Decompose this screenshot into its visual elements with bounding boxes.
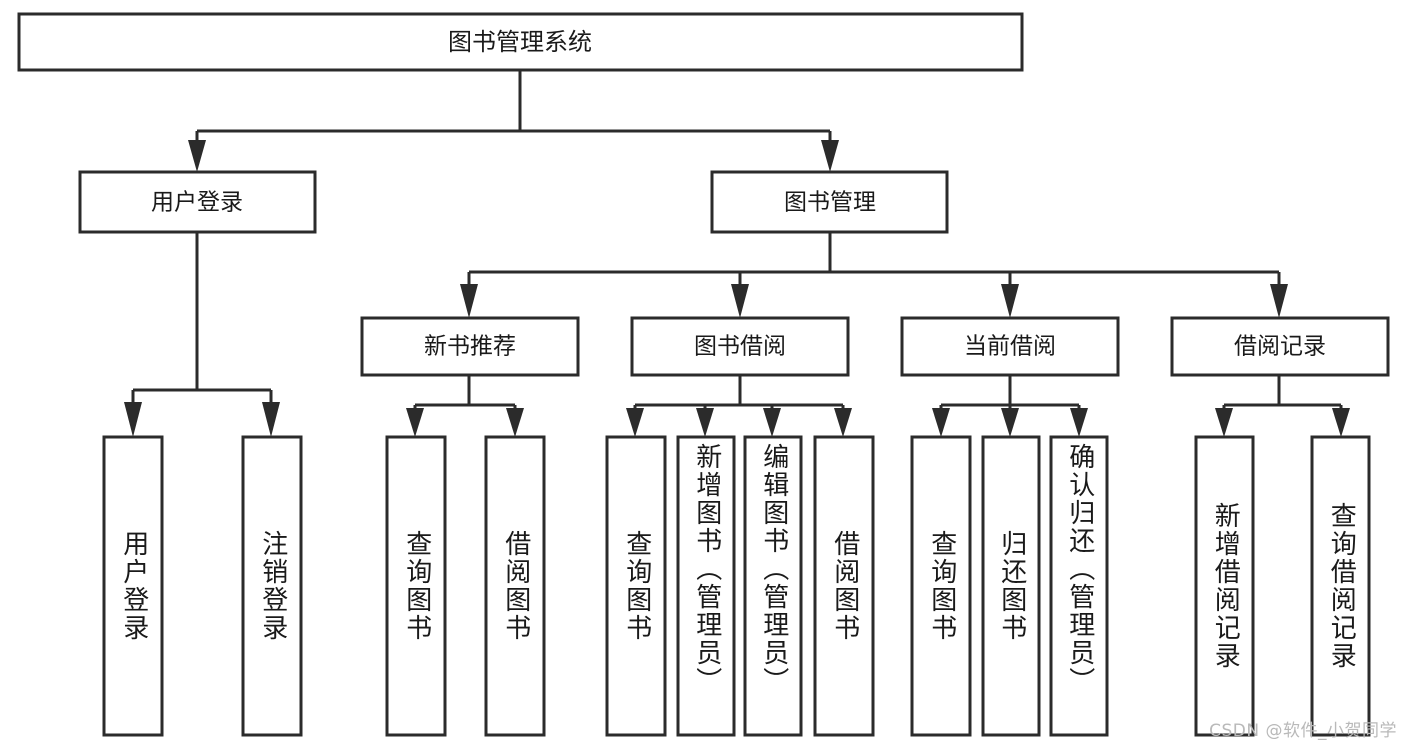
node-current-borrow[interactable]: 当前借阅 <box>900 316 1120 377</box>
arrow-to-new-book-recommend <box>460 284 478 318</box>
arrow-to-bookborrow-leaf-3 <box>763 408 781 437</box>
arrow-to-borrowrecord-leaf-2 <box>1332 408 1350 437</box>
leaf-box-record-add[interactable] <box>1194 435 1255 737</box>
arrow-to-borrowrecord-leaf-1 <box>1215 408 1233 437</box>
node-new-book-recommend-box[interactable] <box>360 316 580 377</box>
leaf-box-borrow-query[interactable] <box>605 435 667 737</box>
leaf-box-layer <box>102 435 1371 737</box>
node-new-book-recommend[interactable]: 新书推荐 <box>360 316 580 377</box>
node-root-label: 图书管理系统 <box>448 28 592 56</box>
leaf-box-borrow-edit[interactable] <box>743 435 803 737</box>
arrow-to-newbook-leaf-1 <box>406 408 424 437</box>
arrow-to-book-borrow <box>731 284 749 318</box>
watermark-text: CSDN @软件_小贺同学 <box>1209 721 1397 741</box>
leaf-box-borrow-lend[interactable] <box>813 435 875 737</box>
arrow-to-user-login-leaf <box>124 402 142 437</box>
node-root[interactable]: 图书管理系统 <box>17 12 1024 72</box>
leaf-box-newbook-query[interactable] <box>385 435 447 737</box>
leaf-box-user-login[interactable] <box>102 435 164 737</box>
node-book-management-box[interactable] <box>710 170 949 234</box>
leaf-box-current-return[interactable] <box>981 435 1041 737</box>
arrow-to-book-mgmt <box>821 140 839 172</box>
node-book-management[interactable]: 图书管理 <box>710 170 949 234</box>
arrow-to-newbook-leaf-2 <box>506 408 524 437</box>
node-user-login[interactable]: 用户登录 <box>78 170 317 234</box>
node-borrow-record[interactable]: 借阅记录 <box>1170 316 1390 377</box>
arrow-to-borrow-record <box>1270 284 1288 318</box>
leaf-box-newbook-borrow[interactable] <box>484 435 546 737</box>
arrow-to-bookborrow-leaf-4 <box>834 408 852 437</box>
arrow-to-logout-leaf <box>262 402 280 437</box>
node-book-borrow-box[interactable] <box>630 316 850 377</box>
node-borrow-record-label: 借阅记录 <box>1234 334 1326 360</box>
node-borrow-record-box[interactable] <box>1170 316 1390 377</box>
arrow-to-bookborrow-leaf-2 <box>696 408 714 437</box>
node-book-borrow[interactable]: 图书借阅 <box>630 316 850 377</box>
connector-layer <box>124 70 1350 437</box>
node-new-book-recommend-label: 新书推荐 <box>424 334 516 360</box>
node-current-borrow-box[interactable] <box>900 316 1120 377</box>
leaf-box-record-query[interactable] <box>1310 435 1371 737</box>
node-root-box[interactable] <box>17 12 1024 72</box>
leaf-box-borrow-add[interactable] <box>676 435 736 737</box>
node-book-management-label: 图书管理 <box>784 190 876 216</box>
node-user-login-label: 用户登录 <box>151 190 243 216</box>
node-current-borrow-label: 当前借阅 <box>964 334 1056 360</box>
arrow-to-current-borrow <box>1001 284 1019 318</box>
leaf-box-logout[interactable] <box>241 435 303 737</box>
arrow-to-currentborrow-leaf-3 <box>1070 408 1088 437</box>
node-user-login-box[interactable] <box>78 170 317 234</box>
arrow-to-currentborrow-leaf-2 <box>1001 408 1019 437</box>
arrow-to-bookborrow-leaf-1 <box>626 408 644 437</box>
leaf-box-current-confirm[interactable] <box>1049 435 1109 737</box>
node-book-borrow-label: 图书借阅 <box>694 334 786 360</box>
leaf-box-current-query[interactable] <box>910 435 972 737</box>
arrow-to-user-login <box>188 140 206 172</box>
arrow-to-currentborrow-leaf-1 <box>932 408 950 437</box>
